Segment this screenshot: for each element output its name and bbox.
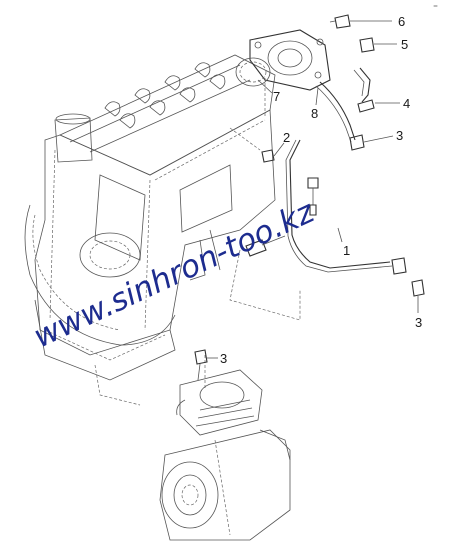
callout-4: 4: [403, 96, 410, 111]
watermark: www.sinhron-too.kz: [28, 194, 320, 356]
callout-7: 7: [273, 89, 280, 104]
fitting-2: [261, 149, 275, 163]
flange-housing: [249, 29, 331, 91]
leader-7: [257, 79, 273, 94]
fitting-6: [329, 14, 351, 29]
callout-3-upper: 3: [396, 128, 403, 143]
air-compressor: [159, 369, 291, 541]
fitting-1: [307, 177, 319, 216]
pipe-main: [285, 81, 425, 297]
callout-2: 2: [283, 130, 290, 145]
engine-block: [24, 54, 276, 406]
callout-8: 8: [311, 106, 318, 121]
callout-6: 6: [398, 14, 405, 29]
fitting-5: [359, 37, 375, 53]
callout-5: 5: [401, 37, 408, 52]
leader-3a: [363, 135, 394, 143]
callout-3-lower: 3: [220, 351, 227, 366]
callout-3-right: 3: [415, 315, 422, 330]
pipe-4: [353, 67, 375, 113]
callout-1: 1: [343, 243, 350, 258]
leader-8: [315, 87, 319, 106]
banjo-fitting: [245, 235, 286, 257]
gasket: [235, 57, 271, 87]
corner-mark: =: [433, 3, 438, 10]
leader-1: [337, 227, 343, 243]
fitting-3-lower: [194, 349, 208, 381]
leader-2: [273, 142, 285, 157]
